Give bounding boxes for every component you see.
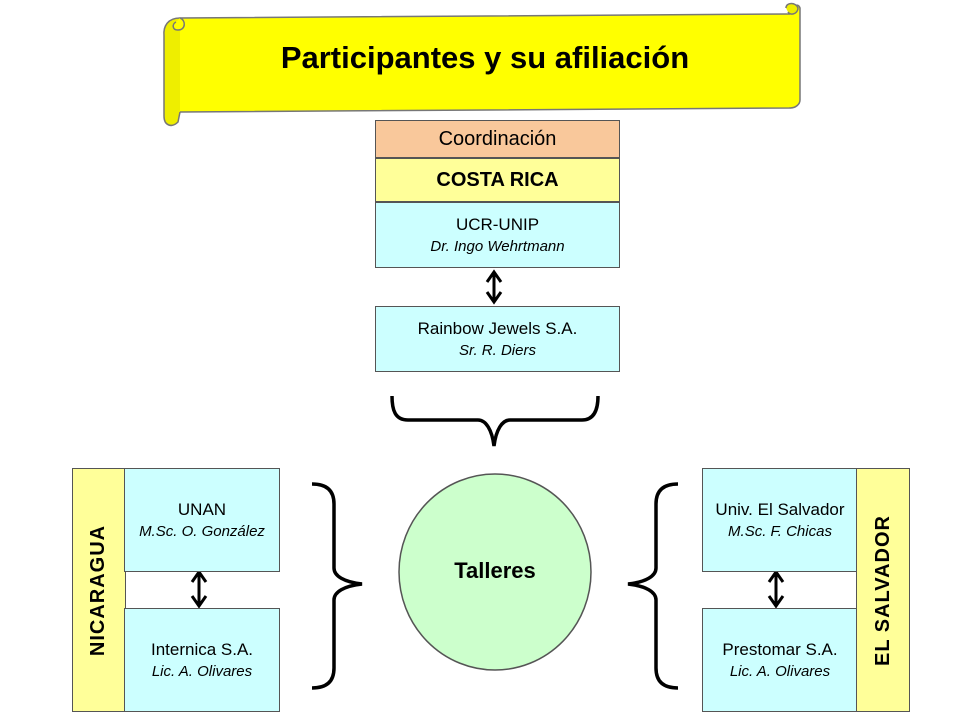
- top-brace-icon: [390, 395, 600, 447]
- org-box-rainbow-jewels: Rainbow Jewels S.A. Sr. R. Diers: [375, 306, 620, 372]
- org-person: Sr. R. Diers: [459, 341, 536, 359]
- left-brace-icon: [311, 482, 363, 690]
- country-label-costa-rica: COSTA RICA: [436, 169, 559, 191]
- page-title: Participantes y su afiliación: [280, 40, 690, 75]
- country-label-nicaragua: NICARAGUA: [87, 524, 110, 656]
- double-arrow-icon: [190, 569, 208, 609]
- org-box-prestomar: Prestomar S.A. Lic. A. Olivares: [702, 608, 858, 712]
- org-name: Prestomar S.A.: [722, 639, 838, 659]
- coordination-box: Coordinación: [375, 120, 620, 158]
- org-name: Internica S.A.: [150, 639, 254, 659]
- coordination-label: Coordinación: [438, 128, 557, 150]
- talleres-circle: [398, 473, 592, 671]
- country-box-costa-rica: COSTA RICA: [375, 158, 620, 202]
- scroll-banner: [163, 2, 801, 127]
- org-name: UCR-UNIP: [455, 214, 540, 234]
- org-box-internica: Internica S.A. Lic. A. Olivares: [124, 608, 280, 712]
- org-box-ucr-unip: UCR-UNIP Dr. Ingo Wehrtmann: [375, 202, 620, 268]
- talleres-label: Talleres: [454, 558, 536, 583]
- country-box-el-salvador: EL SALVADOR: [856, 468, 910, 712]
- country-box-nicaragua: NICARAGUA: [72, 468, 126, 712]
- country-label-el-salvador: EL SALVADOR: [871, 514, 894, 666]
- org-name: Univ. El Salvador: [715, 499, 845, 519]
- double-arrow-icon: [767, 569, 785, 609]
- org-person: Lic. A. Olivares: [151, 662, 253, 680]
- org-box-unan: UNAN M.Sc. O. González: [124, 468, 280, 572]
- org-person: M.Sc. O. González: [139, 522, 265, 540]
- org-name: UNAN: [177, 499, 227, 519]
- org-person: Dr. Ingo Wehrtmann: [430, 237, 565, 255]
- right-brace-icon: [627, 482, 679, 690]
- org-box-univ-el-salvador: Univ. El Salvador M.Sc. F. Chicas: [702, 468, 858, 572]
- org-person: Lic. A. Olivares: [729, 662, 831, 680]
- org-name: Rainbow Jewels S.A.: [417, 318, 578, 338]
- double-arrow-icon: [485, 269, 503, 305]
- org-person: M.Sc. F. Chicas: [728, 522, 832, 540]
